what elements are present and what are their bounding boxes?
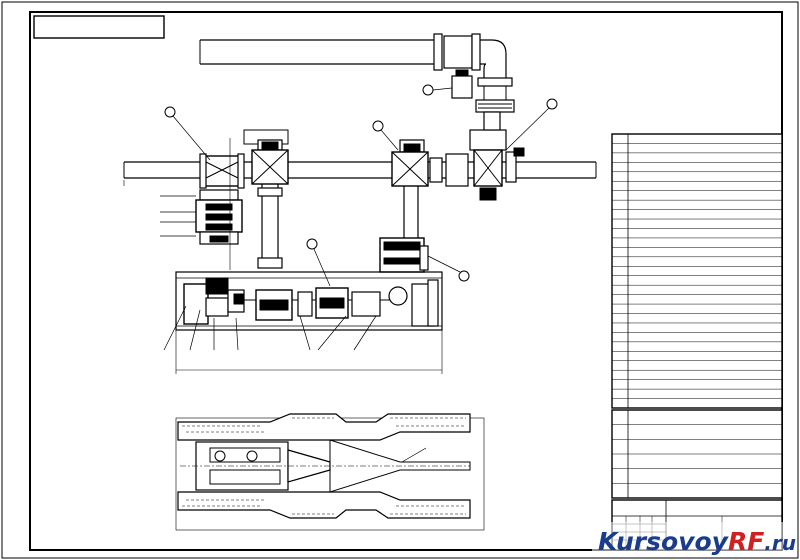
callout-c2 — [164, 106, 211, 161]
dimension-lines — [123, 180, 443, 374]
watermark-brand: Kursovoy — [598, 527, 730, 556]
callout-c6 — [306, 238, 331, 287]
tee-column-2 — [379, 139, 429, 273]
svg-text:KursovoyRF.ru: KursovoyRF.ru — [598, 527, 796, 556]
callout-c3 — [372, 120, 399, 151]
callout-c8 — [246, 450, 258, 462]
tee-column-1 — [229, 129, 289, 270]
callout-c1 — [422, 84, 453, 96]
sectional-detail — [175, 413, 485, 531]
middle-pipeline — [123, 153, 597, 189]
right-valve-group — [429, 111, 525, 201]
top-pipeline — [199, 33, 515, 113]
callout-c5 — [505, 98, 558, 151]
callout-c4 — [427, 255, 470, 282]
legend-rows — [612, 143, 782, 399]
spec-rows — [612, 424, 782, 484]
lower-assembly — [175, 271, 443, 331]
lower-leaders — [163, 305, 377, 351]
watermark-suffix: RF — [728, 527, 764, 556]
left-meter-assembly — [160, 189, 243, 245]
watermark-logo: KursovoyRF.ru — [592, 522, 796, 556]
top-stamp — [33, 15, 165, 39]
spec-table — [611, 409, 783, 499]
callout-c7 — [214, 450, 226, 462]
legend-table — [611, 133, 783, 409]
watermark-domain: .ru — [764, 531, 796, 555]
